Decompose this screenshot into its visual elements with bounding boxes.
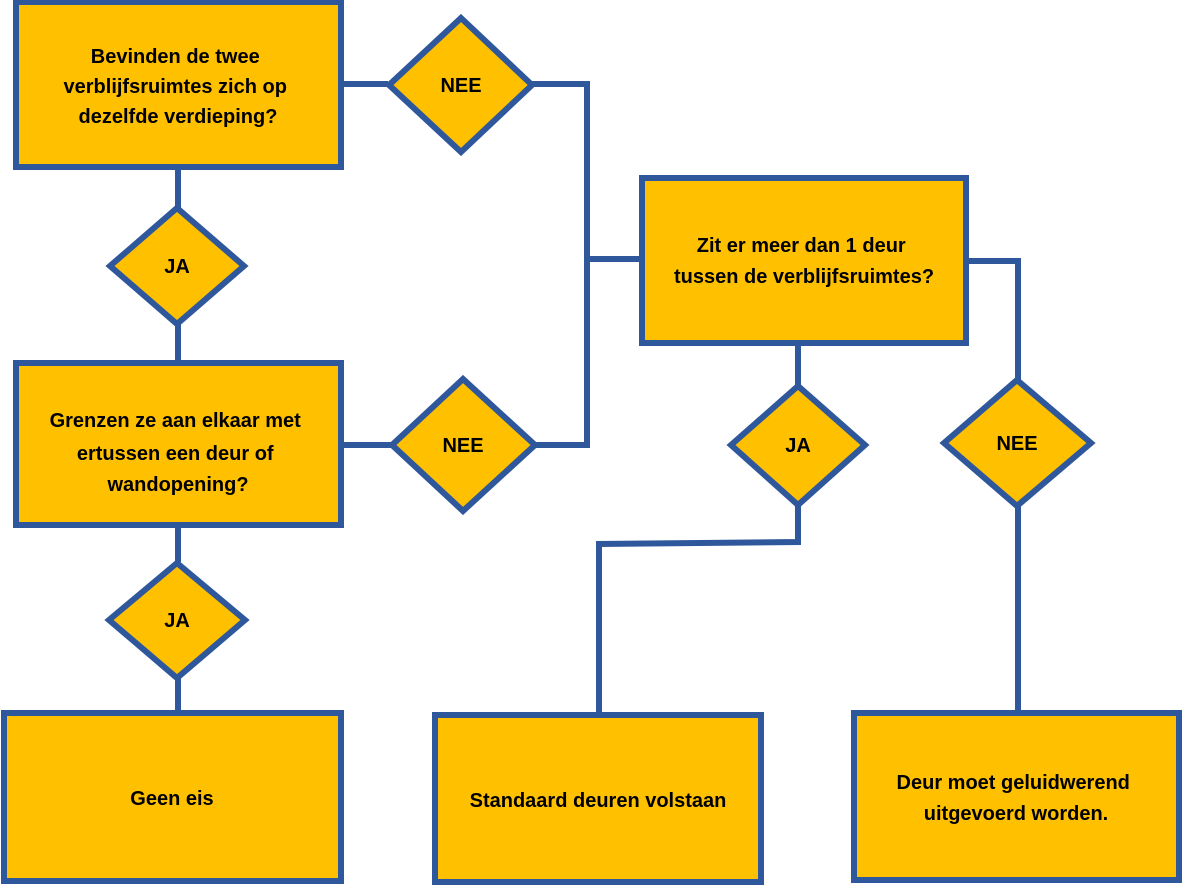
box-q2-label: Grenzen ze aan elkaar met ertussen een d… (50, 410, 307, 496)
box-r1: Geen eis (1, 710, 344, 884)
decision-q2-ja-shape (104, 559, 250, 682)
box-r3-line-1: Deur moet geluidwerend (897, 772, 1130, 794)
decision-q1-nee: NEE (384, 13, 537, 157)
decision-q3-nee-label: NEE (996, 433, 1037, 455)
box-r3-shape (851, 710, 1182, 883)
decision-q2-ja: JA (104, 559, 250, 682)
box-q3: Zit er meer dan 1 deur tussen de verblij… (639, 175, 969, 346)
decision-q1-ja: JA (105, 204, 249, 328)
decision-q3-ja-shape (726, 382, 870, 510)
connector-q3-to-nee-right (967, 258, 1021, 380)
box-r1-line-1: Geen eis (130, 788, 213, 810)
box-q2-line-2: ertussen een deur of (77, 443, 274, 465)
box-q2-shape (13, 360, 344, 528)
box-q1-line-1: Bevinden de twee (91, 46, 260, 68)
decision-q1-nee-label: NEE (440, 75, 481, 97)
decision-q3-nee-shape (939, 376, 1096, 510)
box-q3-label: Zit er meer dan 1 deur tussen de verblij… (674, 235, 934, 288)
decision-q2-ja-label: JA (164, 610, 190, 632)
box-q2-line-3: wandopening? (106, 474, 248, 496)
box-q1-shape (13, 0, 344, 170)
box-q3-line-2: tussen de verblijfsruimtes? (674, 266, 934, 288)
connectors (175, 81, 1021, 714)
box-q1-line-2: verblijfsruimtes zich op (64, 76, 287, 98)
decision-q1-nee-shape (384, 13, 537, 157)
box-r3: Deur moet geluidwerend uitgevoerd worden… (851, 710, 1182, 883)
box-q3-line-1: Zit er meer dan 1 deur (697, 235, 906, 257)
connector-ja-to-r2 (596, 505, 801, 714)
box-q1-label: Bevinden de twee verblijfsruimtes zich o… (64, 46, 293, 128)
decision-q3-nee: NEE (939, 376, 1096, 510)
decision-q1-ja-label: JA (164, 256, 190, 278)
box-q3-shape (639, 175, 969, 346)
box-r2-shape (432, 712, 764, 885)
box-q2-line-1: Grenzen ze aan elkaar met (50, 410, 302, 432)
connector-nee-to-merge (532, 81, 590, 448)
box-q2: Grenzen ze aan elkaar met ertussen een d… (13, 360, 344, 528)
box-q1-line-3: dezelfde verdieping? (79, 106, 278, 128)
decision-q3-ja-label: JA (785, 435, 811, 457)
box-q1: Bevinden de twee verblijfsruimtes zich o… (13, 0, 344, 170)
box-r2: Standaard deuren volstaan (432, 712, 764, 885)
box-r1-shape (1, 710, 344, 884)
decision-q1-ja-shape (105, 204, 249, 328)
decision-q2-nee-label: NEE (442, 435, 483, 457)
decision-q2-nee: NEE (387, 374, 540, 516)
box-r2-label: Standaard deuren volstaan (470, 790, 727, 812)
decision-q2-nee-shape (387, 374, 540, 516)
box-r2-line-1: Standaard deuren volstaan (470, 790, 727, 812)
box-r1-label: Geen eis (130, 788, 213, 810)
box-r3-line-2: uitgevoerd worden. (924, 803, 1108, 825)
box-r3-label: Deur moet geluidwerend uitgevoerd worden… (897, 772, 1136, 825)
decision-q3-ja: JA (726, 382, 870, 510)
